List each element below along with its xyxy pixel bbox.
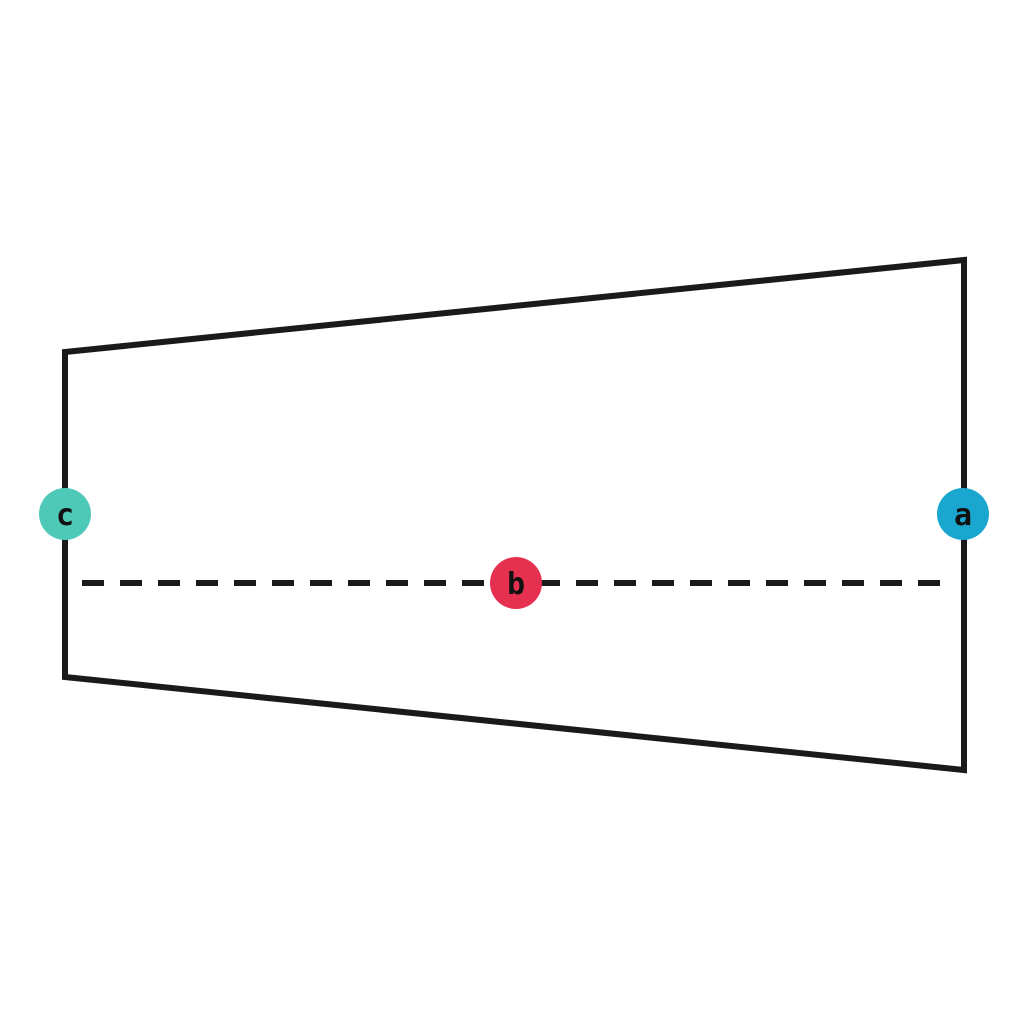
marker-c-label: c <box>56 498 74 533</box>
marker-c-circle <box>39 488 91 540</box>
marker-b-label: b <box>507 567 525 602</box>
marker-b: b <box>490 557 542 609</box>
marker-a: a <box>937 488 989 540</box>
trapezoid-outline <box>62 256 967 774</box>
marker-c: c <box>39 488 91 540</box>
marker-b-circle <box>490 557 542 609</box>
marker-a-circle <box>937 488 989 540</box>
marker-a-label: a <box>954 498 972 533</box>
